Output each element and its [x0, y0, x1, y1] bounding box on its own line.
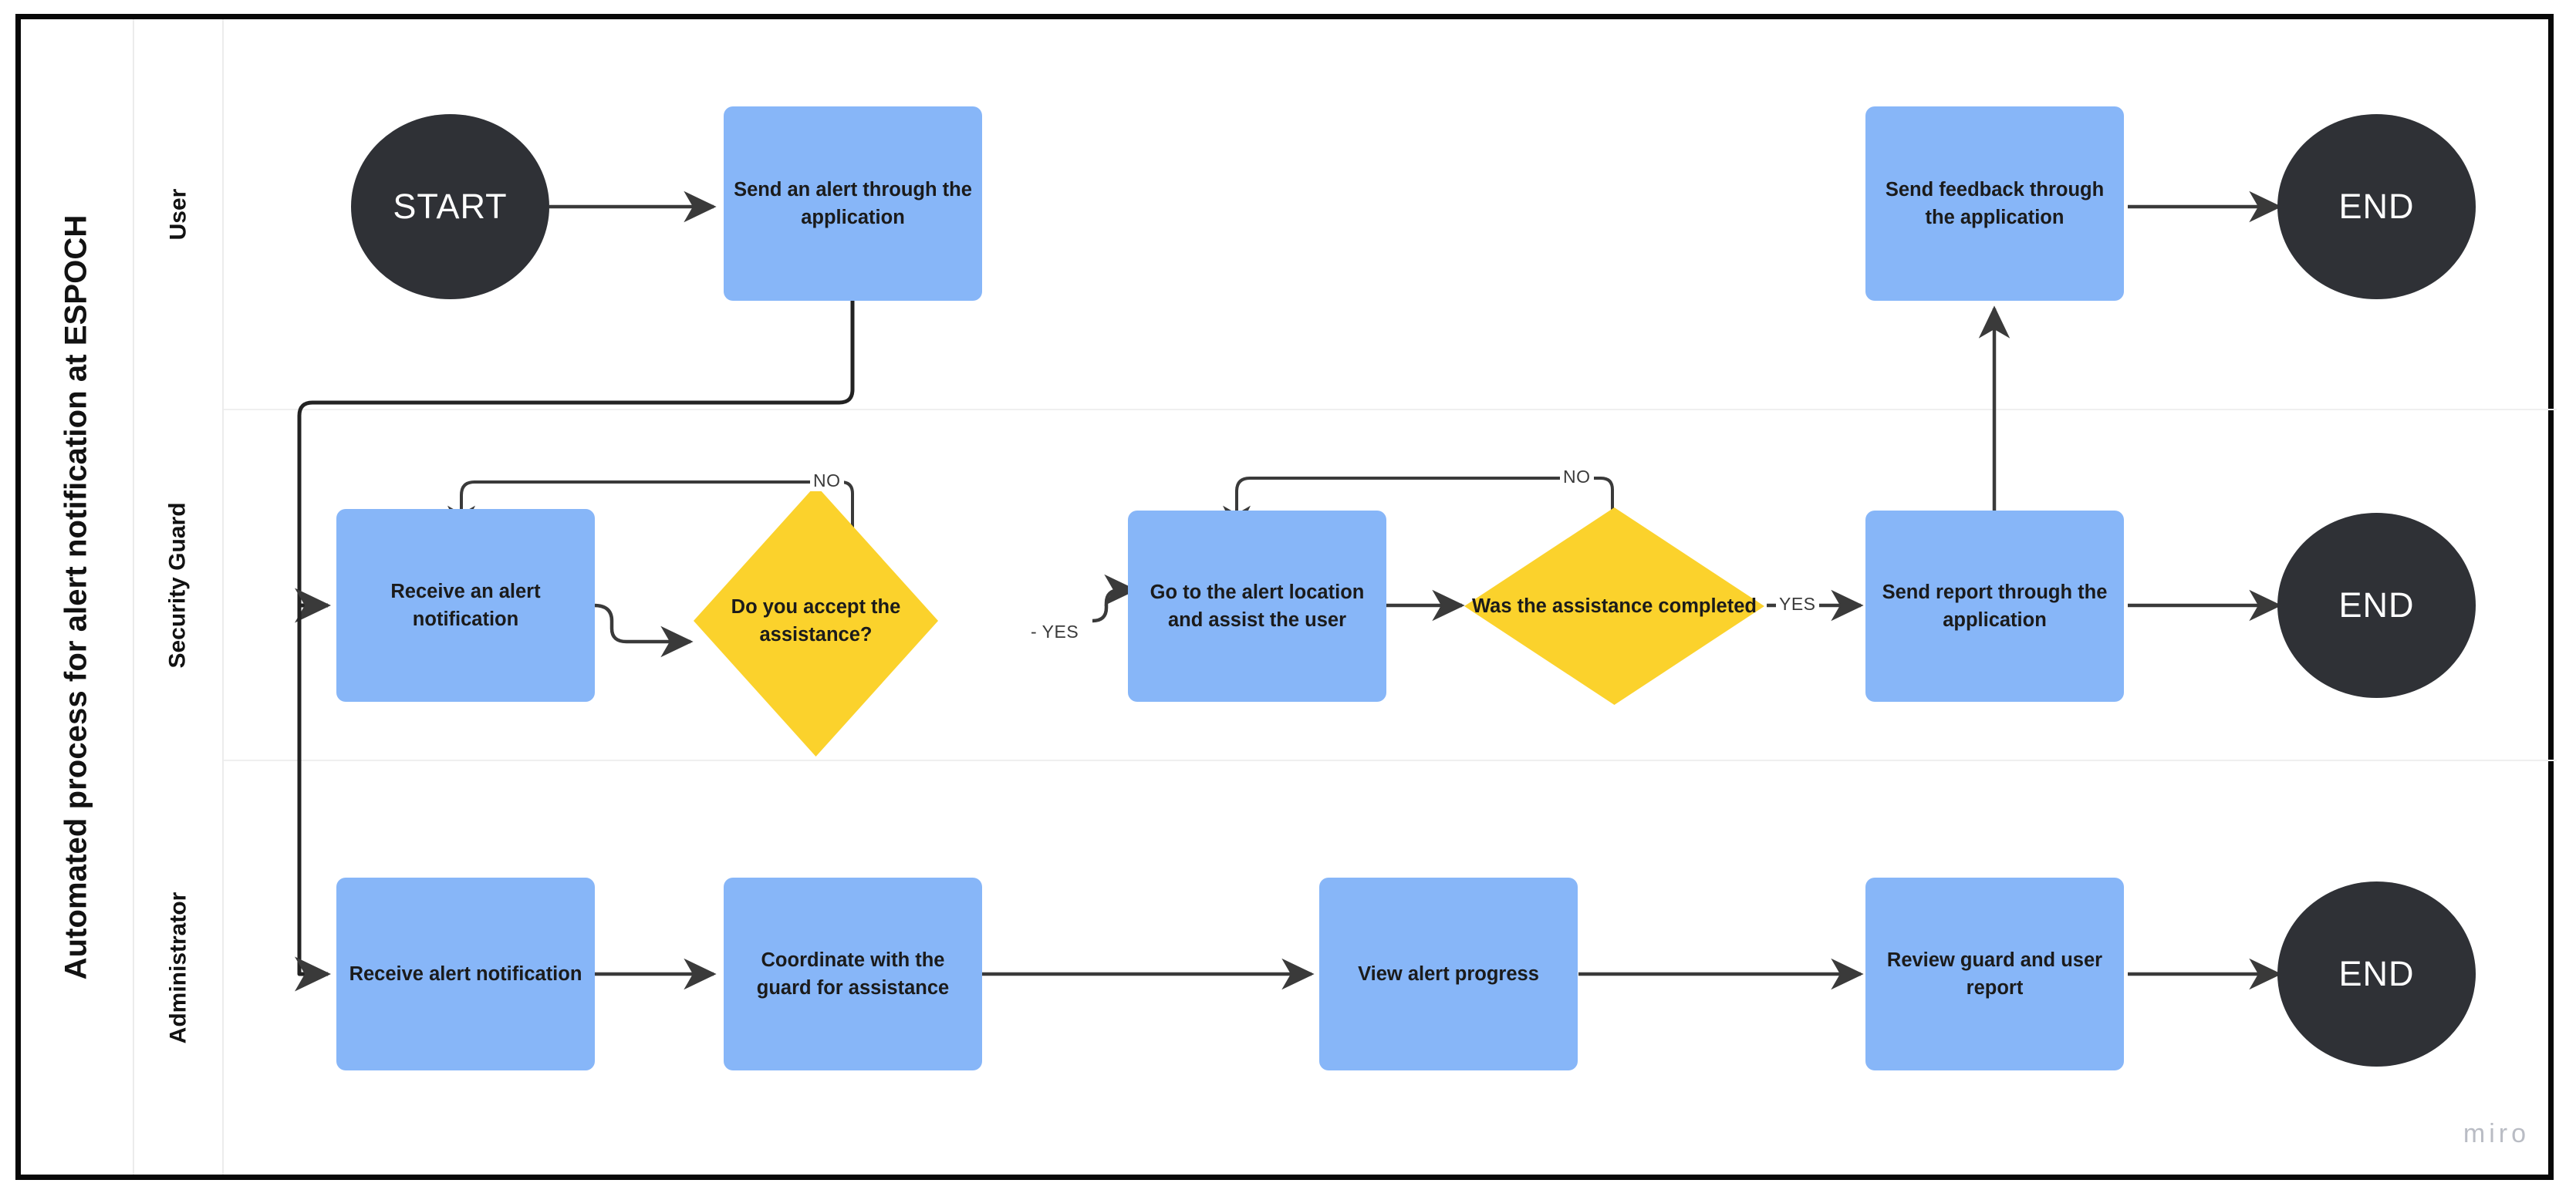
node-end-admin-label: END — [2338, 954, 2415, 993]
node-receive-alert-admin[interactable]: Receive alert notification — [336, 878, 595, 1070]
node-receive-alert-admin-label: Receive alert notification — [349, 962, 582, 985]
decision-diamond-shape — [694, 485, 938, 757]
node-accept-assistance[interactable]: Do you accept the assistance? — [690, 482, 941, 760]
node-end-guard[interactable]: END — [2277, 513, 2476, 698]
lane-label-column-divider — [222, 19, 224, 1175]
node-go-to-location-label: Go to the alert location and assist the … — [1150, 581, 1365, 631]
node-view-progress[interactable]: View alert progress — [1319, 878, 1578, 1070]
lane-label-security-guard: Security Guard — [134, 410, 222, 760]
node-view-progress-label: View alert progress — [1358, 962, 1539, 985]
miro-watermark: miro — [2463, 1119, 2530, 1148]
lane-label-security-guard-text: Security Guard — [165, 501, 191, 669]
edge-label-completed-yes: YES — [1776, 594, 1819, 615]
node-send-alert-label: Send an alert through the application — [734, 178, 972, 228]
diagram-title-text: Automated process for alert notification… — [59, 214, 93, 979]
lane-label-user: User — [134, 19, 222, 409]
node-send-alert[interactable]: Send an alert through the application — [724, 106, 982, 301]
node-send-report[interactable]: Send report through the application — [1865, 511, 2124, 702]
diagram-title: Automated process for alert notification… — [20, 19, 133, 1175]
decision-diamond-shape — [1464, 507, 1764, 705]
node-end-user-label: END — [2338, 187, 2415, 226]
lane-label-administrator-text: Administrator — [165, 892, 191, 1044]
node-assistance-completed-label: Was the assistance completed — [1472, 595, 1757, 617]
node-send-feedback[interactable]: Send feedback through the application — [1865, 106, 2124, 301]
lane-label-administrator: Administrator — [134, 761, 222, 1175]
node-coordinate-guard-label: Coordinate with the guard for assistance — [756, 949, 950, 999]
node-review-report-label: Review guard and user report — [1886, 949, 2103, 999]
lane-label-user-text: User — [165, 188, 191, 240]
node-send-report-label: Send report through the application — [1882, 581, 2108, 631]
node-start[interactable]: START — [351, 114, 549, 299]
node-go-to-location[interactable]: Go to the alert location and assist the … — [1128, 511, 1386, 702]
node-review-report[interactable]: Review guard and user report — [1865, 878, 2124, 1070]
node-receive-alert-notification-label: Receive an alert notification — [390, 580, 541, 630]
lane-divider-guard-admin — [224, 760, 2557, 761]
node-end-user[interactable]: END — [2277, 114, 2476, 299]
node-receive-alert-notification[interactable]: Receive an alert notification — [336, 509, 595, 702]
edge-label-accept-yes: - YES — [1028, 622, 1082, 642]
node-end-admin[interactable]: END — [2277, 881, 2476, 1067]
edge-label-accept-no: NO — [810, 470, 844, 491]
node-start-label: START — [393, 187, 508, 226]
node-assistance-completed[interactable]: Was the assistance completed — [1462, 505, 1767, 707]
edge-label-completed-no: NO — [1560, 467, 1594, 487]
node-end-guard-label: END — [2338, 585, 2415, 625]
node-accept-assistance-label: Do you accept the assistance? — [731, 595, 901, 646]
title-column-divider — [133, 19, 134, 1175]
node-coordinate-guard[interactable]: Coordinate with the guard for assistance — [724, 878, 982, 1070]
node-send-feedback-label: Send feedback through the application — [1885, 178, 2105, 228]
lane-divider-user-guard — [224, 409, 2557, 410]
